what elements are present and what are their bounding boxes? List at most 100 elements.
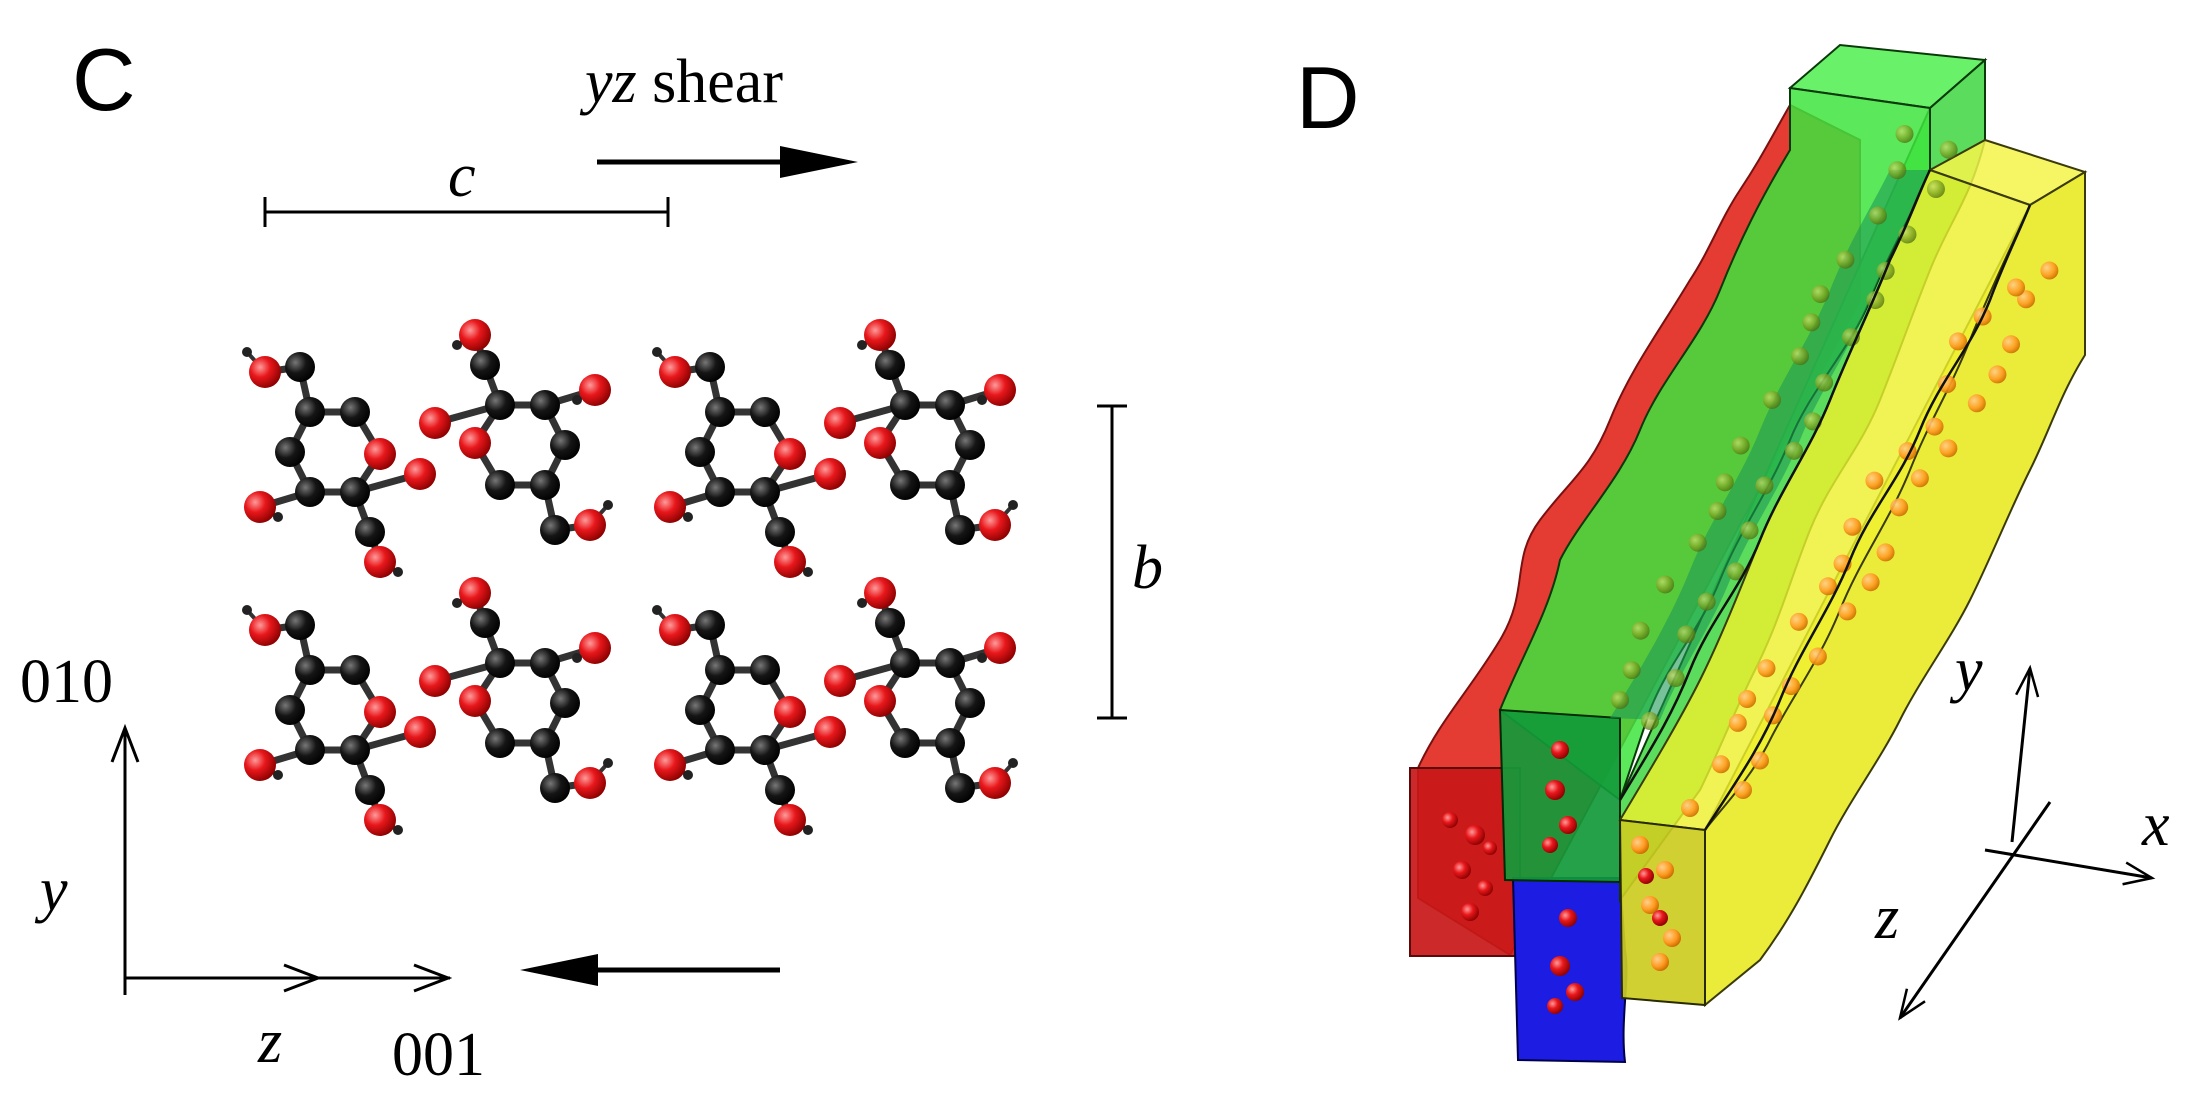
oxygen-atom xyxy=(654,491,686,523)
oxygen-atom xyxy=(864,319,896,351)
hydrogen-atom xyxy=(1008,758,1018,768)
carbon-atom xyxy=(765,775,795,805)
carbon-atom xyxy=(935,728,965,758)
hydrogen-atom xyxy=(273,512,283,522)
olive-atom xyxy=(1790,347,1809,366)
oxygen-atom xyxy=(404,458,436,490)
oxygen-atom xyxy=(419,665,451,697)
carbon-atom xyxy=(530,728,560,758)
orange-atom xyxy=(1631,836,1649,854)
orange-atom xyxy=(1925,417,1944,436)
oxygen-atom xyxy=(244,491,276,523)
atoms xyxy=(242,319,1018,836)
carbon-atom xyxy=(945,515,975,545)
orange-atom xyxy=(1876,543,1895,562)
oxygen-atom xyxy=(814,458,846,490)
hydrogen-atom xyxy=(857,598,867,608)
oxygen-atom xyxy=(579,374,611,406)
orange-atom xyxy=(1734,781,1752,799)
orange-atom xyxy=(1651,953,1669,971)
hydrogen-atom xyxy=(652,347,662,357)
shear-label: yz shear xyxy=(579,48,783,116)
oxygen-atom xyxy=(364,696,396,728)
axis-y-label-c: y xyxy=(34,856,68,924)
carbon-atom xyxy=(485,648,515,678)
oxygen-atom xyxy=(249,356,281,388)
carbon-atom xyxy=(550,688,580,718)
orange-atom xyxy=(2002,335,2021,354)
carbon-atom xyxy=(530,648,560,678)
carbon-atom xyxy=(295,655,325,685)
carbon-atom xyxy=(275,695,305,725)
orange-atom xyxy=(2017,290,2036,309)
carbon-atom xyxy=(875,608,905,638)
carbon-atom xyxy=(485,470,515,500)
olive-atom xyxy=(1611,691,1629,709)
olive-atom xyxy=(1666,669,1685,688)
carbon-atom xyxy=(955,430,985,460)
oxygen-atom xyxy=(459,319,491,351)
carbon-atom xyxy=(275,437,305,467)
oxygen-atom xyxy=(824,665,856,697)
hydrogen-atom xyxy=(683,770,693,780)
carbon-atom xyxy=(340,397,370,427)
hydrogen-atom xyxy=(242,347,252,357)
carbon-atom xyxy=(530,390,560,420)
carbon-atom xyxy=(340,477,370,507)
carbon-atom xyxy=(470,350,500,380)
olive-atom xyxy=(1755,476,1774,495)
olive-atom xyxy=(1726,562,1745,581)
orange-atom xyxy=(1865,471,1884,490)
orange-atom xyxy=(1663,929,1681,947)
carbon-atom xyxy=(705,735,735,765)
olive-atom xyxy=(1641,712,1659,730)
orange-atom xyxy=(1681,799,1699,817)
orange-atom xyxy=(1910,469,1929,488)
oxygen-atom xyxy=(244,749,276,781)
carbon-atom xyxy=(890,728,920,758)
carbon-atom xyxy=(295,397,325,427)
carbon-atom xyxy=(285,610,315,640)
carbon-atom xyxy=(765,517,795,547)
oxygen-atom xyxy=(249,614,281,646)
carbon-atom xyxy=(750,397,780,427)
carbon-atom xyxy=(340,655,370,685)
olive-atom xyxy=(1677,625,1696,644)
carbon-atom xyxy=(485,390,515,420)
orange-atom xyxy=(1988,365,2007,384)
panel-c-letter: C xyxy=(72,30,136,129)
carbon-atom xyxy=(540,515,570,545)
lattice-b-bracket xyxy=(1097,404,1127,720)
hydrogen-atom xyxy=(803,567,813,577)
carbon-atom xyxy=(295,735,325,765)
orange-atom xyxy=(1939,439,1958,458)
oxygen-atom xyxy=(774,804,806,836)
orange-atom xyxy=(1818,577,1837,596)
olive-atom xyxy=(1731,436,1750,455)
axis-001-label: 001 xyxy=(392,1021,485,1089)
carbon-atom xyxy=(945,773,975,803)
oxygen-atom xyxy=(654,749,686,781)
oxygen-atom xyxy=(864,427,896,459)
shear-label-rest: shear xyxy=(637,48,784,116)
hydrogen-atom xyxy=(603,500,613,510)
orange-atom xyxy=(1750,751,1769,770)
carbon-atom xyxy=(955,688,985,718)
axis-x-label-d: x xyxy=(2141,791,2170,859)
oxygen-atom xyxy=(459,685,491,717)
olive-atom xyxy=(1740,521,1759,540)
shear-arrow-bottom xyxy=(520,954,780,986)
shear-arrow-top xyxy=(597,146,858,178)
lattice-c-label: c xyxy=(448,142,476,210)
carbon-atom xyxy=(470,608,500,638)
oxygen-atom xyxy=(984,632,1016,664)
olive-atom xyxy=(1868,206,1887,225)
hydrogen-atom xyxy=(652,605,662,615)
carbon-atom xyxy=(750,477,780,507)
olive-atom xyxy=(1785,441,1804,460)
orange-atom xyxy=(1890,498,1909,517)
olive-atom xyxy=(1697,592,1716,611)
carbon-atom xyxy=(285,352,315,382)
orange-atom xyxy=(1782,677,1801,696)
orange-atom xyxy=(1938,375,1957,394)
